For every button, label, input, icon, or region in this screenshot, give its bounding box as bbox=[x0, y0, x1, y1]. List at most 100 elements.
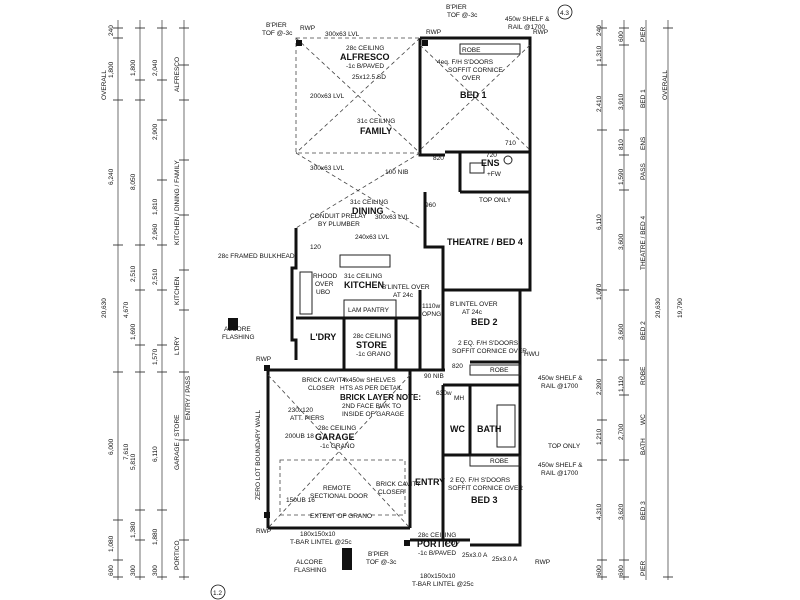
store-ceiling: 28c CEILING bbox=[353, 333, 391, 340]
left-label-portico: PORTICO bbox=[174, 541, 181, 571]
left-dim-3-10: 2,510 bbox=[152, 268, 159, 285]
shelf-top-1: 450w SHELF & bbox=[505, 16, 550, 23]
left-dim-1-2: 6,240 bbox=[108, 168, 115, 185]
left-label-alfresco: ALFRESCO bbox=[174, 57, 181, 92]
left-label-garage: GARAGE / STORE bbox=[174, 414, 181, 470]
right-dim-1-9: 4,310 bbox=[596, 503, 603, 520]
right-dim-overall-2: 19,790 bbox=[677, 298, 684, 318]
opng-label: OPNG bbox=[422, 311, 441, 318]
conduit-1: CONDUIT PRELAY bbox=[310, 213, 367, 220]
rwp-top-right: RWP bbox=[533, 29, 548, 36]
shelves-2: HTS AS PER DETAIL bbox=[340, 385, 403, 392]
right-dim-2-13: 2,700 bbox=[618, 423, 625, 440]
conduit-2: BY PLUMBER bbox=[318, 221, 360, 228]
shelf-low-1: 450w SHELF & bbox=[538, 462, 583, 469]
rhood-3: UBO bbox=[316, 289, 330, 296]
right-dim-overall-label: OVERALL bbox=[662, 70, 669, 100]
ub-200: 200UB 18 bbox=[285, 433, 314, 440]
tbar-4: T-BAR LINTEL @25c bbox=[412, 581, 474, 588]
brick-cav-3: BRICK CAVITY bbox=[376, 481, 421, 488]
room-pantry: LAM PANTRY bbox=[348, 307, 390, 314]
right-label-bath: BATH bbox=[640, 438, 647, 455]
zero-lot-note: ZERO LOT BOUNDARY WALL bbox=[255, 410, 262, 500]
room-alfresco: ALFRESCO bbox=[340, 52, 390, 62]
left-dim-3-21: 300 bbox=[152, 565, 159, 576]
right-dim-1-0: 240 bbox=[596, 25, 603, 36]
annotation-notes: B'PIER TOF @-3c RWP B'PIER TOF @-3c RWP … bbox=[210, 4, 583, 600]
left-dim-1-3: 20,630 bbox=[101, 298, 108, 318]
garage-grano: -1c GRANO bbox=[320, 443, 355, 450]
section-marker-bottom bbox=[210, 584, 226, 600]
right-label-pier-2: PIER bbox=[640, 561, 647, 576]
brick-note-2: 2ND FACE BWK TO bbox=[342, 403, 401, 410]
right-label-bed1: BED 1 bbox=[640, 89, 647, 108]
left-dim-2-12: 7,610 bbox=[123, 443, 130, 460]
left-label-entry: ENTRY / PASS bbox=[185, 375, 192, 420]
right-label-pass: PASS bbox=[640, 162, 647, 180]
brick-cav-2: CLOSER bbox=[308, 385, 335, 392]
left-dim-2-15: 1,380 bbox=[130, 521, 137, 538]
section-top-label: 4.3 bbox=[560, 10, 569, 17]
dining-ceiling: 31c CEILING bbox=[350, 199, 388, 206]
remote-1: REMOTE bbox=[323, 485, 351, 492]
left-dim-1-0: 240 bbox=[108, 25, 115, 36]
hwu: HWU bbox=[524, 351, 540, 358]
sd-25-3: 25x3.0 A bbox=[462, 552, 488, 559]
shelf-mid-1: 450w SHELF & bbox=[538, 375, 583, 382]
garage-ceiling: 28c CEILING bbox=[318, 425, 356, 432]
sd-25: 25x12.5 SD bbox=[352, 74, 386, 81]
room-bed2: BED 2 bbox=[471, 317, 498, 327]
blintel-2: AT 24c bbox=[393, 292, 414, 299]
brick-note-1: BRICK LAYER NOTE: bbox=[340, 393, 421, 402]
room-bed1: BED 1 bbox=[460, 90, 487, 100]
soffit-2: SOFFIT CORNICE bbox=[448, 67, 503, 74]
room-bed3: BED 3 bbox=[471, 495, 498, 505]
right-dim-2-12: 1,110 bbox=[618, 376, 625, 392]
right-dim-1-2: 2,410 bbox=[596, 95, 603, 112]
shelf-mid-2: RAIL @1700 bbox=[541, 383, 578, 390]
lvl-240: 240x63 LVL bbox=[355, 234, 390, 241]
left-dimension-strings: 240 1,800 6,240 20,630 6,000 1,080 600 O… bbox=[101, 20, 192, 580]
left-dim-2-13: 5,810 bbox=[130, 453, 137, 470]
rwp-left: RWP bbox=[256, 356, 271, 363]
eq-sd-4: SOFFIT CORNICE OVER bbox=[448, 485, 523, 492]
room-ens: ENS bbox=[481, 158, 500, 168]
left-label-kitchen: KITCHEN bbox=[174, 276, 181, 305]
piers-2: ATT. PIERS bbox=[290, 415, 325, 422]
left-dim-overall: OVERALL bbox=[101, 70, 108, 100]
family-ceiling: 31c CEILING bbox=[357, 118, 395, 125]
top-only-2: TOP ONLY bbox=[548, 443, 581, 450]
right-dim-2-4: 810 bbox=[618, 139, 625, 150]
alcore-3: ALCORE bbox=[296, 559, 323, 566]
left-dim-2-18: 300 bbox=[130, 565, 137, 576]
right-label-robe: ROBE bbox=[640, 366, 647, 385]
soffit-1: 4eq. F/H S'DOORS bbox=[437, 59, 494, 66]
room-theatre: THEATRE / BED 4 bbox=[447, 237, 523, 247]
alcore-2: FLASHING bbox=[222, 334, 255, 341]
tof-top-left: TOF @-3c bbox=[262, 30, 293, 37]
blintel-1: B'LINTEL OVER bbox=[382, 284, 430, 291]
eq-sd-3: 2 EQ. F/H S'DOORS bbox=[450, 477, 511, 484]
dim-960: 960 bbox=[425, 202, 436, 209]
room-wc: WC bbox=[450, 424, 465, 434]
dim-820-a: 820 bbox=[433, 155, 444, 162]
room-store: STORE bbox=[356, 340, 387, 350]
brick-cav-4: CLOSER bbox=[378, 489, 405, 496]
blintel-4: AT 24c bbox=[462, 309, 483, 316]
right-label-pier: PIER bbox=[640, 27, 647, 42]
ub-150: 150UB 16 bbox=[286, 497, 315, 504]
alcore-4: FLASHING bbox=[294, 567, 327, 574]
room-dining: DINING bbox=[352, 206, 384, 216]
store-grano: -1c GRANO bbox=[356, 351, 391, 358]
lvl-200-alf: 200x63 LVL bbox=[310, 93, 345, 100]
left-dim-2-8: 1,690 bbox=[130, 323, 137, 340]
dim-720: 720 bbox=[486, 152, 497, 159]
tbar-3: 180x150x10 bbox=[420, 573, 456, 580]
bpier-bottom: B'PIER bbox=[368, 551, 389, 558]
right-dim-1-1: 1,310 bbox=[596, 45, 603, 62]
dim-120: 120 bbox=[310, 244, 321, 251]
section-bottom-label: 1.2 bbox=[213, 590, 222, 597]
right-label-theatre: THEATRE / BED 4 bbox=[640, 216, 647, 270]
right-dim-2-3: 3,910 bbox=[618, 93, 625, 110]
